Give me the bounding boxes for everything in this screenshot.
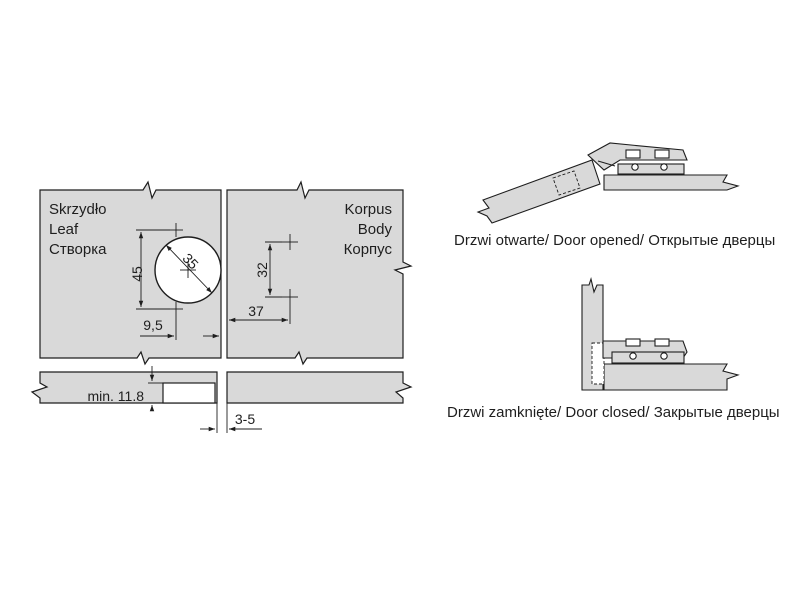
dimension-37 [229, 305, 291, 324]
body-section [226, 371, 413, 404]
opened-mounting-plate [617, 163, 685, 175]
min-thickness-label: min. 11.8 [87, 388, 144, 404]
closed-cup [591, 342, 605, 385]
leaf-label-ru: Створка [49, 241, 107, 258]
edge-distance-label: 9,5 [143, 317, 163, 333]
caption-opened: Drzwi otwarte/ Door opened/ Открытые две… [454, 232, 775, 249]
front-view: Skrzydło Leaf Створка Korpus Body Корпус… [39, 180, 413, 366]
opened-view [476, 142, 740, 224]
dimension-9-5 [140, 316, 222, 340]
plate-holes [282, 234, 298, 305]
closed-mounting-plate [611, 351, 685, 364]
leaf-label-pl: Skrzydło [49, 201, 107, 218]
opened-body-panel [603, 174, 740, 191]
section-view: min. 11.8 3-5 [30, 366, 413, 433]
leaf-label-en: Leaf [49, 221, 79, 238]
opened-cup [552, 170, 581, 196]
cup-recess [162, 382, 216, 404]
cup-hole [154, 223, 222, 316]
gap-label: 3-5 [235, 411, 255, 427]
dimension-min-thickness [148, 366, 163, 412]
caption-closed: Drzwi zamknięte/ Door closed/ Закрытые д… [447, 404, 780, 421]
plate-distance-label: 37 [248, 303, 264, 319]
dimension-45 [136, 229, 170, 310]
opened-door-panel [476, 159, 601, 224]
plate-spacing-label: 32 [254, 262, 270, 278]
closed-view [581, 276, 740, 391]
body-label-ru: Корпус [344, 241, 393, 258]
dimension-32 [265, 241, 282, 298]
cup-offset-label: 45 [129, 266, 145, 282]
body-label-pl: Korpus [344, 201, 392, 218]
closed-body-panel [603, 363, 740, 391]
dimension-gap [200, 403, 262, 433]
body-label-en: Body [358, 221, 393, 238]
